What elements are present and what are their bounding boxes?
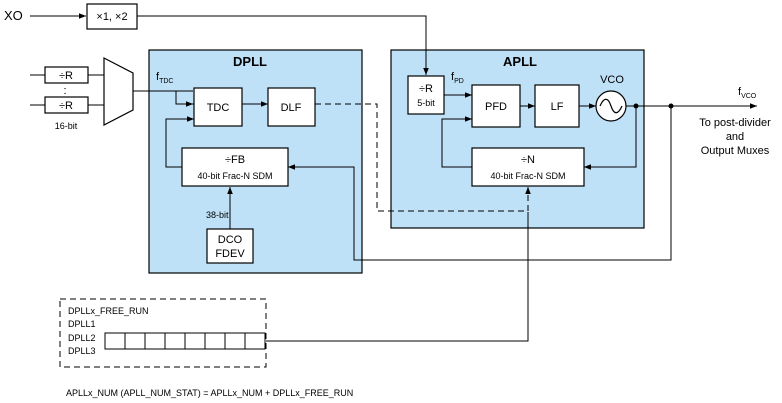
register-cell — [224, 332, 246, 350]
ref-divider-dots: : — [63, 85, 66, 97]
pfd-label: PFD — [485, 101, 507, 113]
ref-divider-width-label: 16-bit — [55, 121, 78, 131]
register-cell — [124, 332, 146, 350]
fb-divider-label: ÷FB — [225, 154, 245, 166]
free-run-register-box — [59, 298, 267, 368]
register-cell — [104, 332, 126, 350]
vco-to-n-divider-wire — [584, 106, 637, 170]
fdev-label: FDEV — [215, 248, 245, 260]
register-cell — [164, 332, 186, 350]
output-dest-line-1: To post-divider — [699, 117, 771, 129]
dco-fdev-block — [206, 228, 254, 264]
dlf-label: DLF — [281, 102, 302, 114]
xo-to-apll-wire — [137, 15, 429, 75]
output-dest-line-2: and — [726, 131, 744, 143]
dpll-title: DPLL — [233, 54, 267, 69]
apll-r-divider-block — [407, 75, 445, 115]
register-line-2: DPLL1 — [68, 319, 96, 329]
ref-divider-1-label: ÷R — [59, 70, 73, 82]
vco-to-fb-divider-wire — [288, 106, 672, 261]
register-line-4: DPLL3 — [68, 346, 96, 356]
register-cell — [244, 332, 266, 350]
pfd-block — [471, 84, 521, 128]
register-cells — [104, 332, 266, 350]
mux-to-tdc-path — [175, 91, 193, 107]
lf-label: LF — [551, 101, 564, 113]
dco-label: DCO — [218, 234, 243, 246]
f-pd-label: fPD — [451, 71, 464, 85]
n-sdm-label: 40-bit Frac-N SDM — [490, 171, 565, 181]
tdc-label: TDC — [207, 102, 230, 114]
register-cell — [184, 332, 206, 350]
register-cell — [204, 332, 226, 350]
vco-sine-icon — [599, 98, 623, 114]
dco-width-label: 38-bit — [206, 210, 229, 220]
footnote: APLLx_NUM (APLL_NUM_STAT) = APLLx_NUM + … — [66, 388, 353, 398]
register-to-n-divider-wire — [266, 212, 529, 342]
n-to-pfd-wire — [441, 116, 472, 168]
apll-title: APLL — [503, 54, 537, 69]
register-cell — [144, 332, 166, 350]
apll-r-divider-label: ÷R — [419, 83, 433, 95]
tdc-block — [193, 87, 243, 127]
apll-r-width-label: 5-bit — [417, 98, 435, 108]
register-line-3: DPLL2 — [68, 333, 96, 343]
lf-block — [534, 84, 580, 128]
fb-sdm-label: 40-bit Frac-N SDM — [197, 171, 272, 181]
f-tdc-label: fTDC — [156, 71, 173, 85]
f-vco-label: fVCO — [738, 86, 757, 100]
n-divider-label: ÷N — [521, 154, 535, 166]
fb-divider-block — [181, 147, 289, 187]
xo-multiplier-label: ×1, ×2 — [96, 11, 127, 23]
register-line-1: DPLLx_FREE_RUN — [68, 306, 149, 316]
vco-label: VCO — [600, 74, 624, 86]
fb-to-tdc-wire — [165, 116, 194, 168]
dlf-to-n-divider-dashed-wire — [315, 103, 531, 212]
output-dest-line-3: Output Muxes — [701, 145, 770, 157]
xo-label: XO — [4, 8, 23, 23]
dlf-block — [267, 87, 316, 127]
ref-divider-2-label: ÷R — [59, 100, 73, 112]
input-mux — [103, 57, 134, 126]
xo-multiplier-block — [86, 3, 138, 30]
